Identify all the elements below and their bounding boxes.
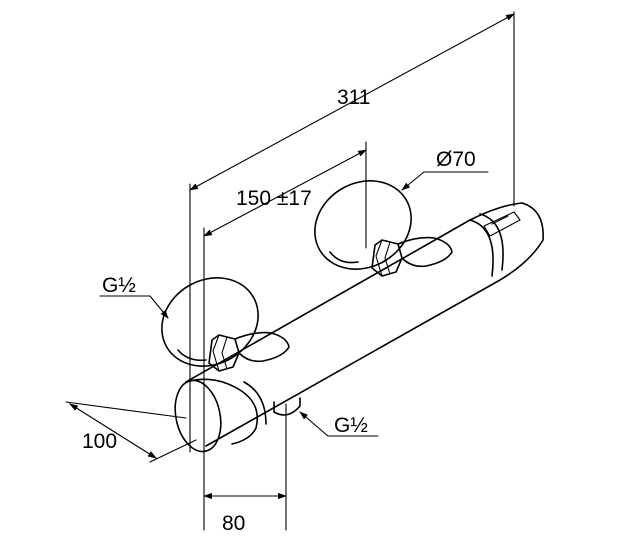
dimension-inlet-thread: G½ — [99, 274, 169, 319]
extension-lines — [65, 11, 515, 531]
mixer-body — [161, 180, 544, 453]
right-connector-nut — [371, 236, 453, 277]
left-connector-nut — [208, 331, 290, 372]
flange-diameter-label: Ø70 — [436, 148, 476, 171]
mixer-cylinder — [174, 202, 544, 453]
wall-projection-label: 100 — [82, 430, 117, 453]
center-distance-label: 150 ±17 — [236, 187, 312, 210]
dimension-outlet-thread: G½ — [299, 411, 379, 437]
outlet-offset-label: 80 — [222, 512, 245, 535]
dimension-outlet-offset: 80 — [203, 492, 287, 535]
dimension-wall-projection: 100 — [69, 403, 157, 459]
outlet-thread-label: G½ — [334, 414, 368, 437]
inlet-thread-label: G½ — [102, 274, 136, 297]
dimension-center-distance: 150 ±17 — [203, 149, 367, 237]
dimension-flange-diameter: Ø70 — [401, 148, 489, 191]
left-wall-flange — [161, 277, 259, 367]
right-wall-flange — [314, 180, 412, 270]
overall-length-label: 311 — [337, 86, 370, 109]
